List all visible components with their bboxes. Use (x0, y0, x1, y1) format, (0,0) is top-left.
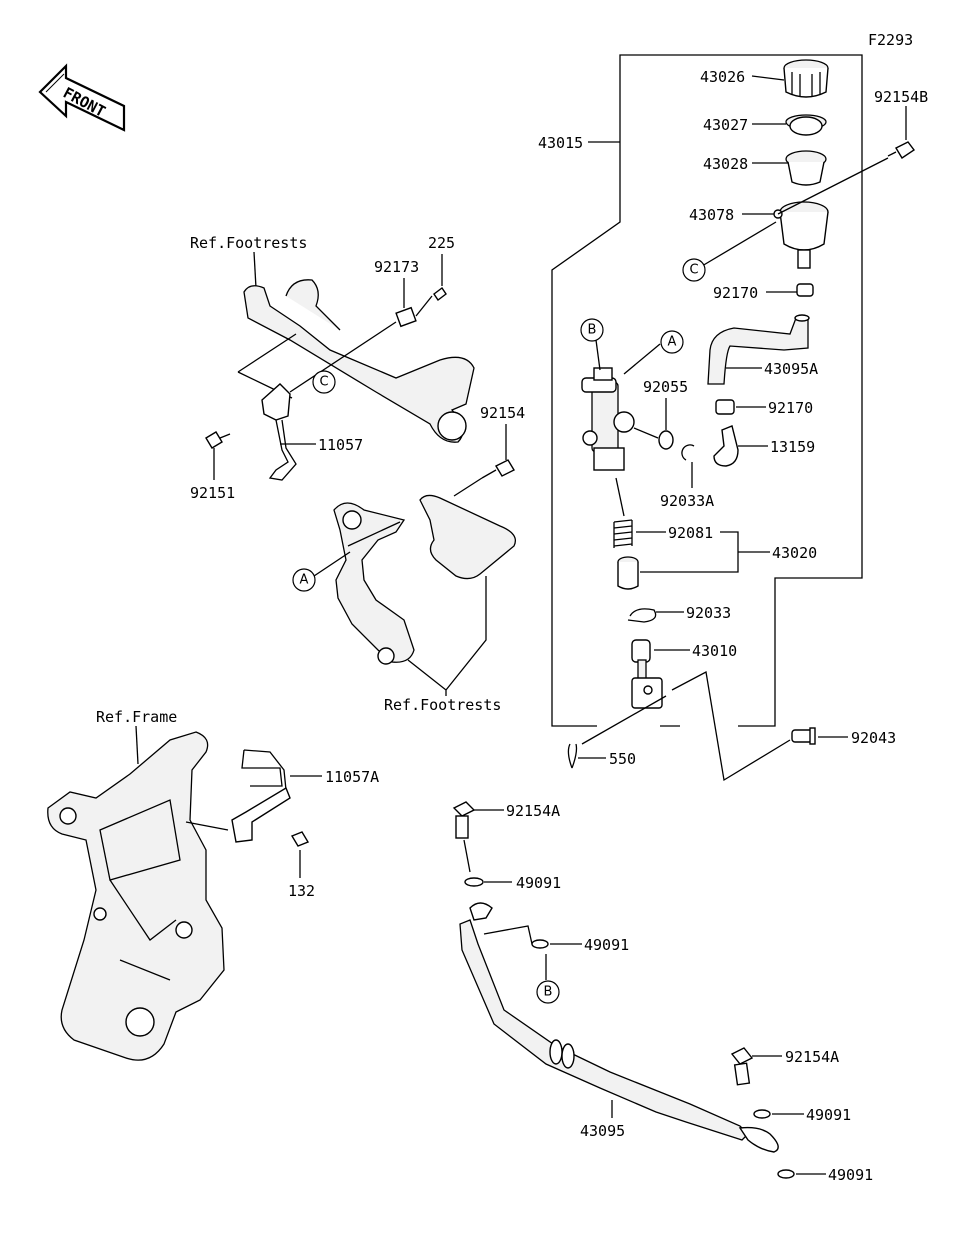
brake-pedal-assembly (333, 494, 517, 665)
ref-footrests-top: Ref.Footrests (190, 234, 307, 252)
diagram-code: F2293 (868, 31, 913, 49)
svg-text:C: C (689, 263, 698, 278)
clamp-92170-upper (796, 283, 814, 297)
svg-text:A: A (300, 573, 309, 588)
callout-b-cylinder (580, 318, 604, 342)
hose-43095A (707, 314, 810, 385)
o-ring-92055 (658, 430, 674, 450)
assembly-43015-bracket (551, 54, 863, 727)
callout-a-cylinder (660, 330, 684, 354)
master-cylinder-body (581, 367, 635, 471)
washer-49091-3 (753, 1109, 771, 1119)
label-43028: 43028 (703, 155, 748, 173)
label-11057: 11057 (318, 436, 363, 454)
brake-hose-43095 (459, 902, 779, 1153)
fitting-13159 (713, 425, 739, 467)
label-92151: 92151 (190, 484, 235, 502)
callout-c-reservoir (682, 258, 706, 282)
reservoir-cap-43026 (783, 59, 829, 98)
screw-92151 (205, 431, 231, 449)
svg-text:B: B (588, 323, 597, 338)
bracket-11057A (231, 749, 291, 843)
nut-92173 (395, 306, 417, 328)
callout-b-hose (536, 980, 560, 1004)
label-13159: 13159 (770, 438, 815, 456)
svg-text:B: B (544, 985, 553, 1000)
label-49091-3: 49091 (806, 1106, 851, 1124)
label-92043: 92043 (851, 729, 896, 747)
label-92033A: 92033A (660, 492, 714, 510)
label-92154: 92154 (480, 404, 525, 422)
push-rod-43010 (631, 639, 663, 709)
callout-a-pedal (292, 568, 316, 592)
bolt-92154B (887, 141, 916, 159)
frame-ref (47, 731, 225, 1061)
label-43095A: 43095A (764, 360, 818, 378)
ref-frame: Ref.Frame (96, 708, 177, 726)
piston (617, 556, 639, 590)
circlip-92033 (627, 608, 657, 623)
callout-c-bracket (312, 370, 336, 394)
label-92154A-upper: 92154A (506, 802, 560, 820)
bolt-92154 (481, 459, 515, 479)
bracket-11057 (261, 383, 297, 481)
banjo-bolt-92154A-upper (452, 801, 476, 839)
label-225: 225 (428, 234, 455, 252)
label-49091-1: 49091 (516, 874, 561, 892)
label-43027: 43027 (703, 116, 748, 134)
clamp-92170-lower (715, 399, 735, 415)
pin-92043 (791, 727, 816, 745)
label-132: 132 (288, 882, 315, 900)
cotter-pin-550 (567, 743, 578, 769)
label-92033: 92033 (686, 604, 731, 622)
label-92081: 92081 (668, 524, 713, 542)
label-92170-lower: 92170 (768, 399, 813, 417)
label-92154A-lower: 92154A (785, 1048, 839, 1066)
reservoir-43078 (773, 201, 829, 269)
label-49091-2: 49091 (584, 936, 629, 954)
svg-text:A: A (668, 335, 677, 350)
circlip-92033A (681, 444, 695, 461)
label-92055: 92055 (643, 378, 688, 396)
label-550: 550 (609, 750, 636, 768)
label-43078: 43078 (689, 206, 734, 224)
washer-49091-1 (464, 877, 484, 887)
ref-footrests-bottom: Ref.Footrests (384, 696, 501, 714)
screw-225 (433, 286, 447, 302)
label-11057A: 11057A (325, 768, 379, 786)
diaphragm-plate-43027 (785, 114, 827, 136)
screw-132 (290, 831, 310, 847)
label-43020: 43020 (772, 544, 817, 562)
svg-text:C: C (319, 375, 328, 390)
label-92154B: 92154B (874, 88, 928, 106)
spring-92081 (613, 519, 633, 548)
label-43015: 43015 (538, 134, 583, 152)
label-43010: 43010 (692, 642, 737, 660)
front-arrow-icon: FRONT (38, 63, 126, 132)
label-43095: 43095 (580, 1122, 625, 1140)
footrest-bracket-upper (243, 279, 475, 443)
washer-49091-2 (531, 939, 549, 949)
label-43026: 43026 (700, 68, 745, 86)
washer-49091-4 (777, 1169, 795, 1179)
label-49091-4: 49091 (828, 1166, 873, 1184)
label-92173: 92173 (374, 258, 419, 276)
banjo-bolt-92154A-lower (730, 1047, 754, 1086)
label-92170-upper: 92170 (713, 284, 758, 302)
diaphragm-43028 (785, 150, 827, 186)
